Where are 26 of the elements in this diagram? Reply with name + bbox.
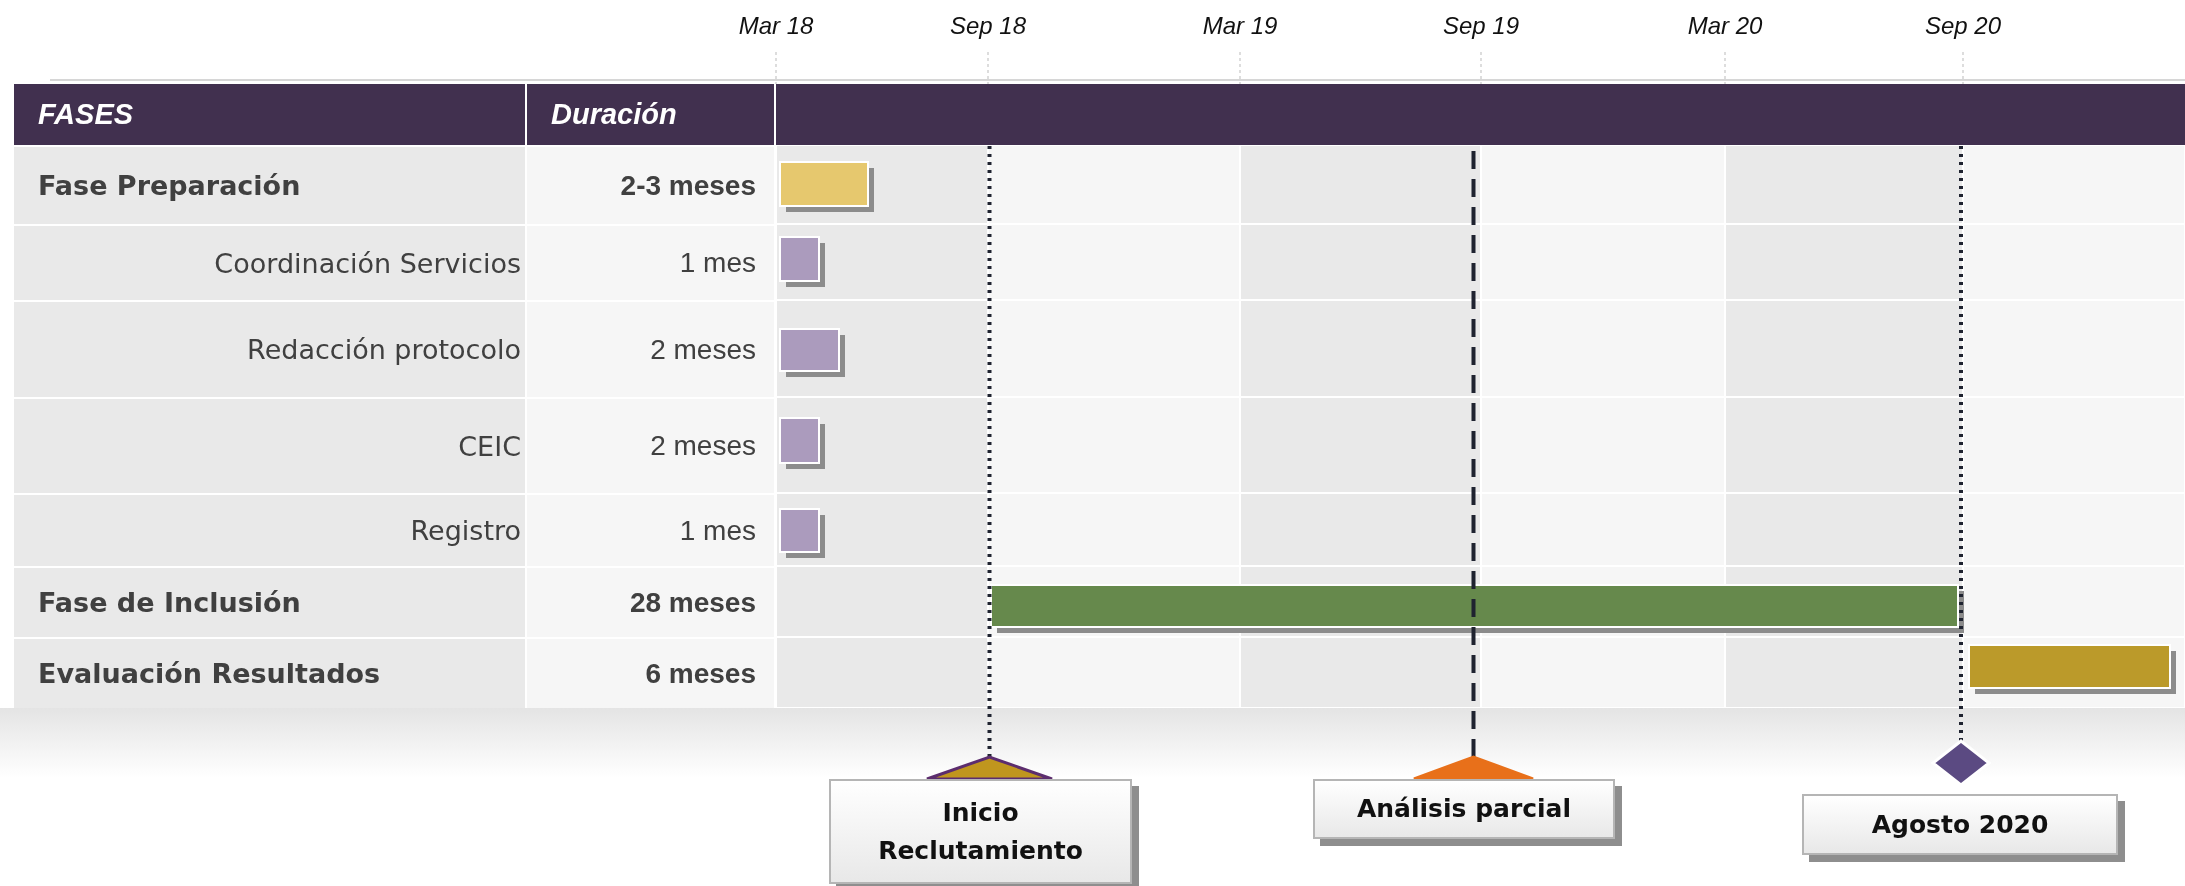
milestone-line (987, 145, 992, 757)
phase-name: CEIC (14, 397, 527, 493)
phase-name: Registro (14, 493, 527, 566)
duration: 1 mes (527, 493, 776, 566)
milestone-line (1959, 145, 1963, 741)
milestone-diamond (1933, 741, 1989, 785)
date-tick-label: Sep 19 (1441, 12, 1521, 40)
column-header: FASES (14, 84, 527, 145)
phase-name: Redacción protocolo (14, 300, 527, 397)
header-bar (776, 84, 2185, 145)
duration: 6 meses (527, 637, 776, 708)
duration: 1 mes (527, 224, 776, 300)
duration: 2 meses (527, 300, 776, 397)
date-tick-label: Mar 19 (1201, 12, 1279, 40)
column-header: Duración (527, 84, 776, 145)
duration: 28 meses (527, 566, 776, 637)
date-tick-label: Mar 20 (1686, 12, 1764, 40)
phase-name: Evaluación Resultados (14, 637, 527, 708)
duration: 2-3 meses (527, 145, 776, 224)
phase-name: Coordinación Servicios (14, 224, 527, 300)
date-tick-label: Sep 20 (1923, 12, 2003, 40)
phase-name: Fase de Inclusión (14, 566, 527, 637)
date-tick-label: Mar 18 (737, 12, 815, 40)
date-tick-label: Sep 18 (948, 12, 1028, 40)
duration: 2 meses (527, 397, 776, 493)
phase-name: Fase Preparación (14, 145, 527, 224)
